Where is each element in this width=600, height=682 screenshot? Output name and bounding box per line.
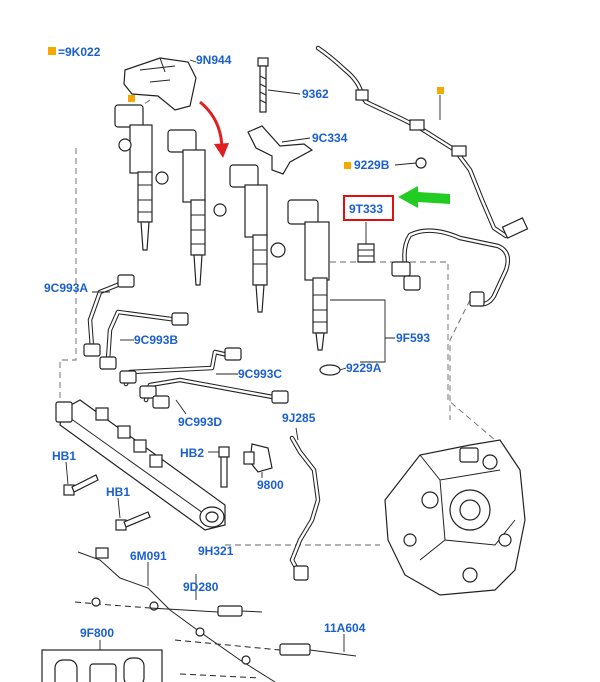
legend-text: =9K022: [58, 45, 101, 59]
label-9J285: 9J285: [282, 411, 316, 425]
bolt-HB2: [218, 446, 230, 488]
injector-cover: [123, 57, 197, 111]
label-9C334: 9C334: [312, 131, 348, 145]
feed-line-9J285: [289, 435, 321, 581]
label-9362: 9362: [302, 87, 329, 101]
bolt-9362: [257, 57, 269, 113]
fuel-rail: [55, 399, 226, 531]
label-9F593: 9F593: [396, 331, 430, 345]
glow-plug-harness: [77, 547, 276, 682]
glow-plug-module-box: [41, 649, 163, 682]
highlight-box-9T333: [343, 195, 394, 221]
seal-9229B-marker: [344, 162, 351, 169]
label-9229A: 9229A: [346, 361, 382, 375]
assembly-boundary: [59, 99, 496, 546]
injection-pipes: [83, 274, 289, 409]
label-HB1-top: HB1: [52, 449, 76, 463]
label-9C993D: 9C993D: [178, 415, 222, 429]
injector-1: [114, 104, 153, 251]
label-HB1-bottom: HB1: [106, 485, 130, 499]
label-6M091: 6M091: [130, 549, 167, 563]
glow-plugs: [74, 597, 357, 679]
label-9T333: 9T333: [349, 202, 383, 216]
seal-9229A: [319, 364, 341, 376]
label-9C993A: 9C993A: [44, 281, 88, 295]
legend: =9K022: [48, 45, 101, 59]
label-9C993B: 9C993B: [134, 333, 178, 347]
red-arrow-head: [214, 143, 229, 158]
fuel-pump: [384, 439, 526, 596]
legend-marker: [48, 47, 56, 55]
label-9800: 9800: [257, 478, 284, 492]
bolt-HB1-top: [63, 474, 99, 496]
label-9N944: 9N944: [196, 53, 232, 67]
red-arrow: [199, 100, 224, 151]
label-9C993C: 9C993C: [238, 367, 282, 381]
label-9F800: 9F800: [80, 626, 114, 640]
label-9D280: 9D280: [183, 580, 219, 594]
injector-4: [270, 199, 330, 351]
leak-off-hose: [357, 222, 510, 307]
bolt-HB1-bottom: [115, 511, 151, 531]
injector-3: [213, 164, 268, 313]
label-HB2: HB2: [180, 446, 204, 460]
return-line-marker: [437, 87, 444, 94]
clamp-9C334: [247, 125, 314, 175]
label-9229B: 9229B: [354, 158, 390, 172]
cover-marker: [128, 95, 135, 102]
sensor-9800: [243, 443, 273, 473]
injector-2: [155, 129, 206, 286]
green-arrow: [398, 186, 450, 208]
label-11A604: 11A604: [324, 621, 366, 635]
label-9H321: 9H321: [198, 544, 234, 558]
